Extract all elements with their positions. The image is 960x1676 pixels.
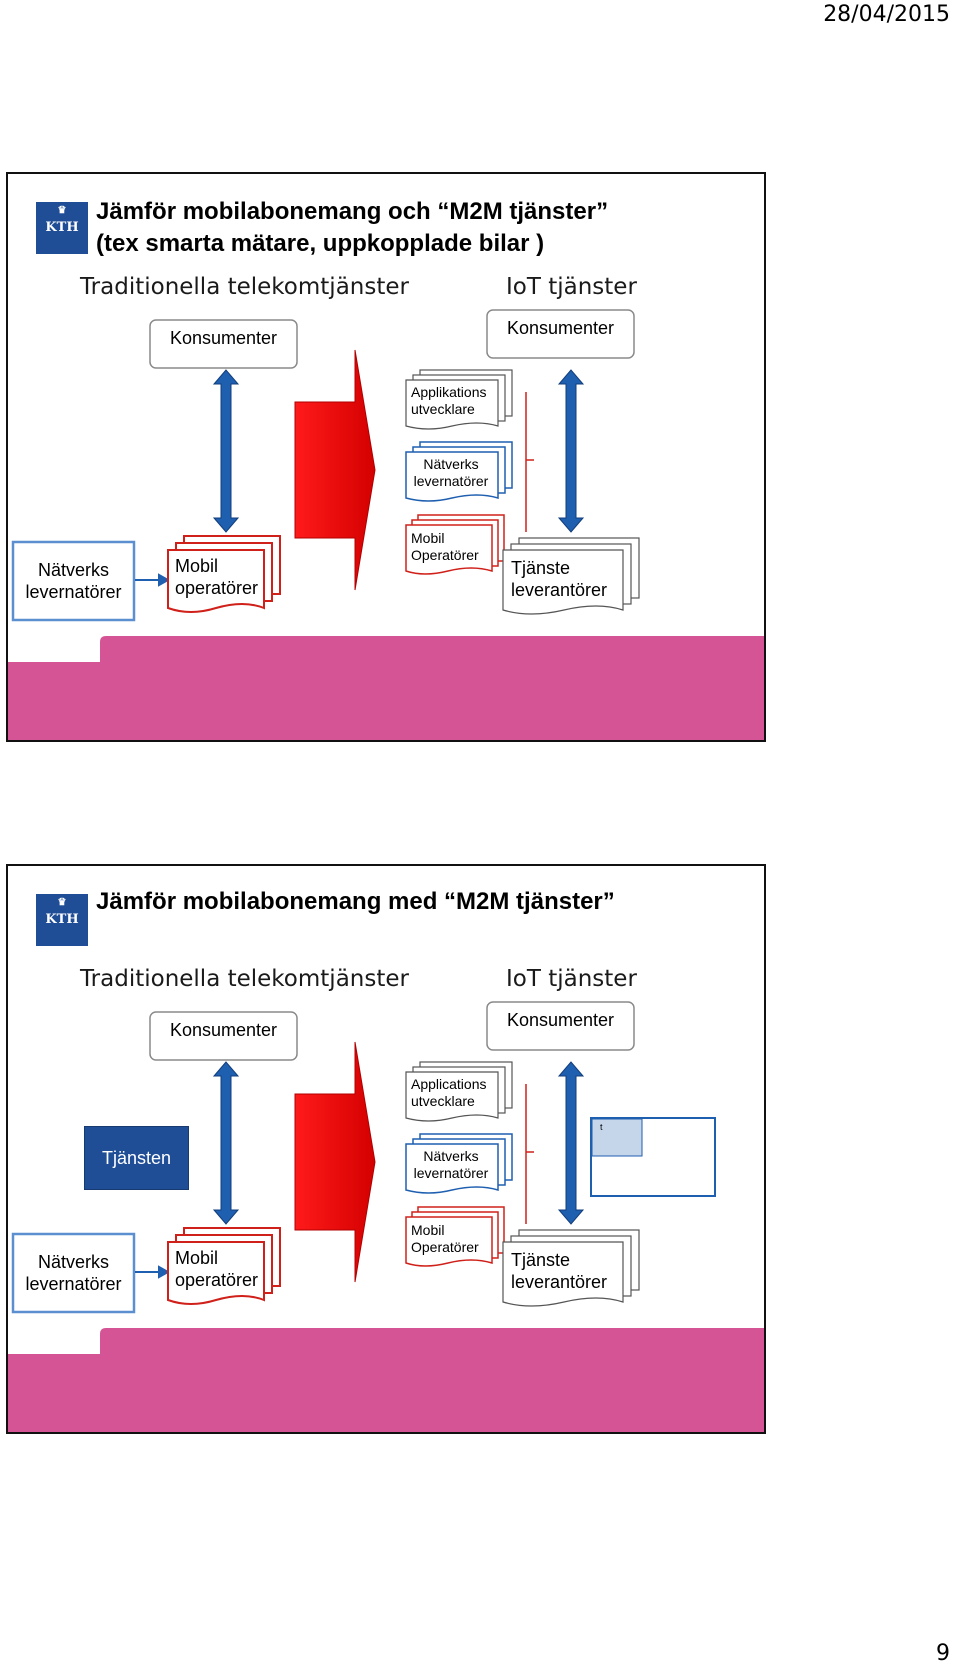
mobil-right-line-2: Operatörer bbox=[411, 1238, 479, 1255]
natverks-right-doc bbox=[405, 441, 513, 502]
mobil-left-label: Mobil operatörer bbox=[175, 1248, 258, 1291]
natverks-right-label: Nätverks levernatörer bbox=[408, 456, 494, 490]
natverks-left-box bbox=[11, 540, 136, 622]
right-bracket bbox=[525, 1084, 534, 1224]
left-konsumenter-label: Konsumenter bbox=[169, 328, 278, 348]
slide-2-diagram bbox=[8, 1001, 764, 1432]
footer-band bbox=[8, 636, 764, 740]
left-heading: Traditionella telekomtjänster bbox=[80, 966, 409, 992]
tjanste-doc bbox=[502, 537, 640, 615]
left-double-arrow bbox=[212, 369, 240, 533]
slide-1-diagram bbox=[8, 309, 764, 740]
tjanste-doc bbox=[502, 1229, 640, 1307]
natverks-left-line-1: Nätverks bbox=[37, 1252, 109, 1272]
header-date: 28/04/2015 bbox=[823, 2, 950, 27]
tjanste-line-1: Tjänste bbox=[511, 558, 571, 578]
natverks-left-line-2: levernatörer bbox=[25, 581, 122, 602]
footer-band bbox=[8, 1328, 764, 1432]
tjanste-line-1: Tjänste bbox=[511, 1250, 571, 1270]
applikations-line-2: utvecklare bbox=[411, 400, 475, 417]
natverks-right-line-2: levernatörer bbox=[413, 1164, 489, 1181]
service-panel bbox=[590, 1117, 716, 1197]
mobil-left-doc bbox=[167, 535, 281, 613]
applications-label: Applications utvecklare bbox=[411, 1076, 487, 1110]
slide-2: ♛KTH Jämför mobilabonemang med “M2M tjän… bbox=[6, 864, 766, 1434]
slide-2-title: Jämför mobilabonemang med “M2M tjänster” bbox=[96, 886, 615, 918]
tjanste-label: Tjänste leverantörer bbox=[511, 1250, 607, 1293]
right-double-arrow bbox=[557, 369, 585, 533]
slide-1-title: Jämför mobilabonemang och “M2M tjänster”… bbox=[96, 196, 608, 260]
left-konsumenter-label: Konsumenter bbox=[169, 1020, 278, 1040]
mobil-left-line-2: operatörer bbox=[175, 1269, 259, 1290]
tjansten-box: Tjänsten bbox=[84, 1126, 189, 1190]
mobil-left-line-1: Mobil bbox=[175, 556, 219, 576]
left-double-arrow bbox=[212, 1061, 240, 1225]
mobil-right-label: Mobil Operatörer bbox=[411, 530, 479, 564]
service-panel-tag: t bbox=[600, 1122, 603, 1132]
left-konsumenter-box bbox=[149, 319, 298, 369]
slide-1-title-line-1: Jämför mobilabonemang och “M2M tjänster” bbox=[96, 198, 609, 225]
small-right-arrow bbox=[135, 1265, 171, 1279]
natverks-left-label: Nätverks levernatörer bbox=[13, 560, 134, 603]
natverks-right-doc bbox=[405, 1133, 513, 1194]
natverks-left-line-1: Nätverks bbox=[37, 560, 109, 580]
tjanste-label: Tjänste leverantörer bbox=[511, 558, 607, 601]
applikations-line-1: Applikations bbox=[411, 384, 487, 400]
mobil-left-line-2: operatörer bbox=[175, 577, 259, 598]
natverks-right-line-1: Nätverks bbox=[423, 456, 479, 472]
mobil-left-label: Mobil operatörer bbox=[175, 556, 258, 599]
right-double-arrow bbox=[557, 1061, 585, 1225]
kth-logo-icon: ♛KTH bbox=[36, 202, 88, 254]
service-panel-tab bbox=[591, 1118, 643, 1157]
right-heading: IoT tjänster bbox=[506, 966, 637, 992]
tjanste-line-2: leverantörer bbox=[511, 579, 608, 600]
slide-1-title-line-2: (tex smarta mätare, uppkopplade bilar ) bbox=[96, 230, 545, 257]
right-konsumenter-label: Konsumenter bbox=[506, 318, 615, 338]
applikations-label: Applikations utvecklare bbox=[411, 384, 487, 418]
mobil-right-line-1: Mobil bbox=[411, 530, 445, 546]
mobil-right-label: Mobil Operatörer bbox=[411, 1222, 479, 1256]
mobil-right-doc bbox=[405, 1206, 505, 1267]
mobil-right-line-1: Mobil bbox=[411, 1222, 445, 1238]
natverks-right-line-1: Nätverks bbox=[423, 1148, 479, 1164]
kth-logo-icon: ♛KTH bbox=[36, 894, 88, 946]
left-heading: Traditionella telekomtjänster bbox=[80, 274, 409, 300]
applications-line-1: Applications bbox=[411, 1076, 487, 1092]
natverks-right-line-2: levernatörer bbox=[413, 472, 489, 489]
applications-line-2: utvecklare bbox=[411, 1092, 475, 1109]
mobil-left-line-1: Mobil bbox=[175, 1248, 219, 1268]
slide-2-title-line-1: Jämför mobilabonemang med “M2M tjänster” bbox=[96, 888, 615, 915]
natverks-left-line-2: levernatörer bbox=[25, 1273, 122, 1294]
mobil-left-doc bbox=[167, 1227, 281, 1305]
right-konsumenter-box bbox=[486, 309, 635, 359]
natverks-right-label: Nätverks levernatörer bbox=[408, 1148, 494, 1182]
mobil-right-doc bbox=[405, 514, 505, 575]
right-bracket bbox=[525, 392, 534, 532]
mobil-right-line-2: Operatörer bbox=[411, 546, 479, 563]
applikations-doc bbox=[405, 369, 513, 430]
right-konsumenter-label: Konsumenter bbox=[506, 1010, 615, 1030]
left-konsumenter-box bbox=[149, 1011, 298, 1061]
page-number: 9 bbox=[936, 1641, 950, 1666]
applications-doc bbox=[405, 1061, 513, 1122]
right-konsumenter-box bbox=[486, 1001, 635, 1051]
natverks-left-label: Nätverks levernatörer bbox=[13, 1252, 134, 1295]
transition-arrow bbox=[294, 349, 376, 591]
small-right-arrow bbox=[135, 573, 171, 587]
natverks-left-box bbox=[11, 1232, 136, 1314]
tjanste-line-2: leverantörer bbox=[511, 1271, 608, 1292]
slide-1: ♛KTH Jämför mobilabonemang och “M2M tjän… bbox=[6, 172, 766, 742]
transition-arrow bbox=[294, 1041, 376, 1283]
right-heading: IoT tjänster bbox=[506, 274, 637, 300]
